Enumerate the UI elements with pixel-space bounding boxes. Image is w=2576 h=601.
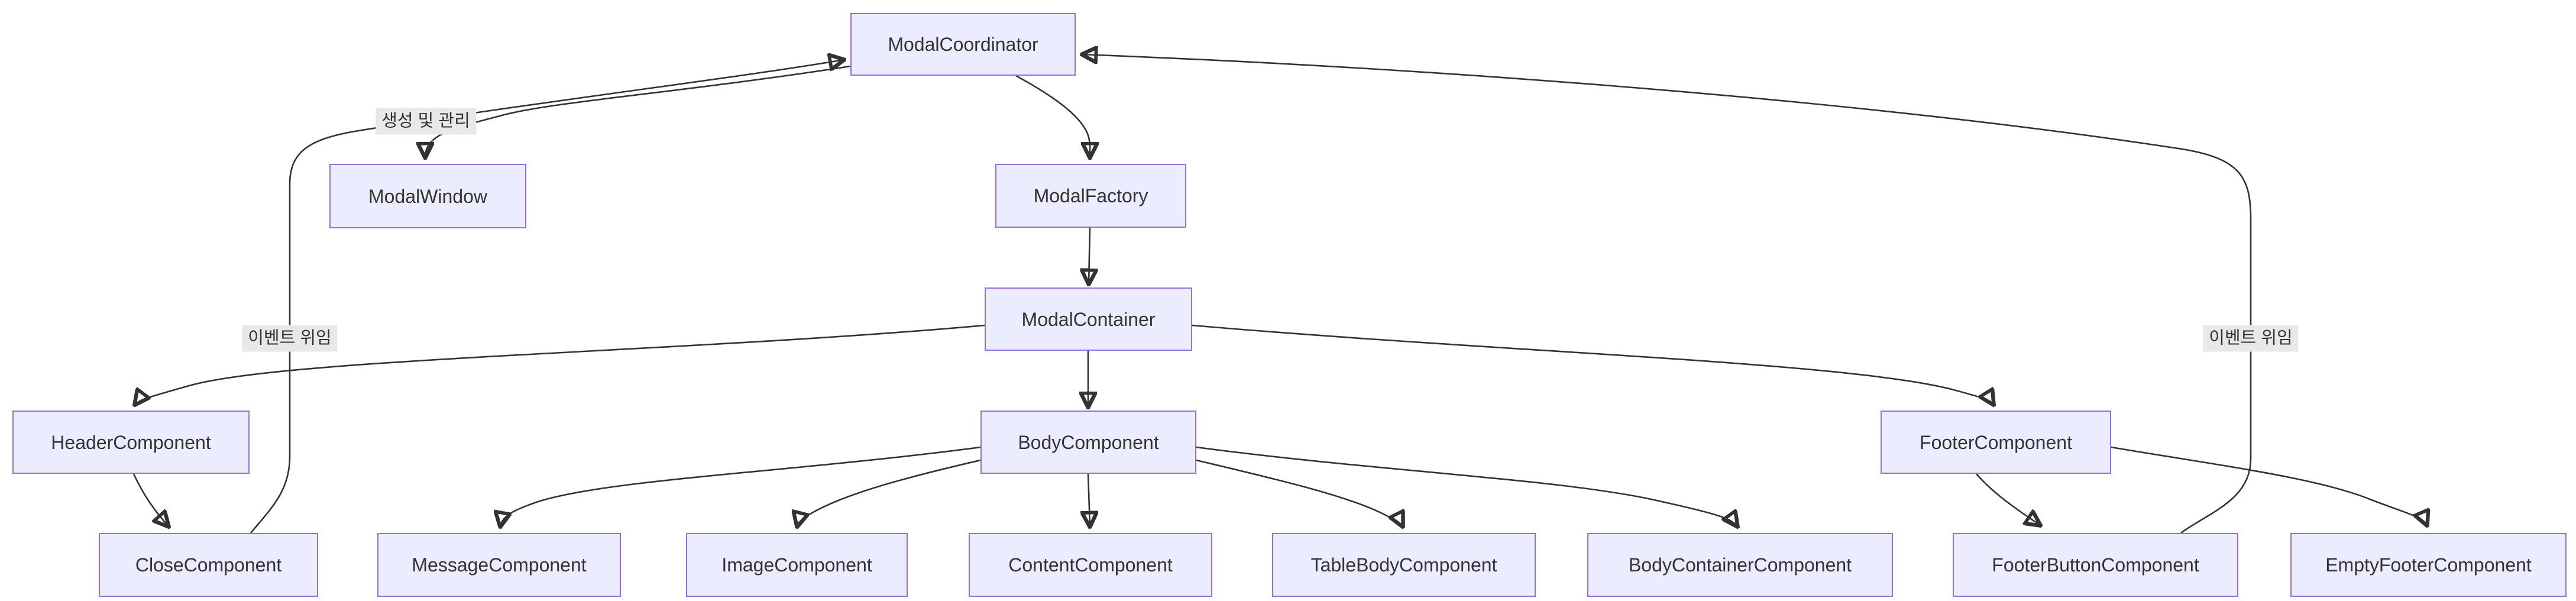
node-label: FooterComponent <box>1920 431 2072 453</box>
node-image-component: ImageComponent <box>686 533 908 597</box>
node-label: ModalWindow <box>368 185 487 207</box>
edge-footer-emptyfooter <box>2111 446 2427 525</box>
node-modal-window: ModalWindow <box>329 164 526 228</box>
node-label: FooterButtonComponent <box>1992 554 2199 576</box>
node-close-component: CloseComponent <box>99 533 318 597</box>
node-label: CloseComponent <box>135 554 282 576</box>
node-table-body-component: TableBodyComponent <box>1272 533 1536 597</box>
node-modal-container: ModalContainer <box>985 287 1192 351</box>
node-label: ContentComponent <box>1008 554 1173 576</box>
node-label: MessageComponent <box>412 554 587 576</box>
node-label: ModalContainer <box>1021 308 1156 330</box>
edge-body-image <box>797 459 981 526</box>
edge-label-event-delegation-right: 이벤트 위임 <box>2203 325 2299 352</box>
node-message-component: MessageComponent <box>377 533 621 597</box>
edge-label-text: 이벤트 위임 <box>248 328 332 348</box>
edge-footerbutton-coordinator <box>1082 54 2252 534</box>
edge-factory-container <box>1089 227 1090 284</box>
node-footer-component: FooterComponent <box>1881 411 2111 474</box>
edge-body-message <box>500 446 981 526</box>
node-label: ModalCoordinator <box>888 34 1038 55</box>
node-empty-footer-component: EmptyFooterComponent <box>2290 533 2567 597</box>
node-label: BodyComponent <box>1018 431 1159 453</box>
node-label: EmptyFooterComponent <box>2325 554 2532 576</box>
edge-label-create-and-manage: 생성 및 관리 <box>376 108 476 135</box>
node-body-container-component: BodyContainerComponent <box>1587 533 1893 597</box>
edge-container-header <box>135 324 985 405</box>
edge-coordinator-window <box>425 65 851 157</box>
node-modal-factory: ModalFactory <box>995 164 1186 228</box>
node-label: ImageComponent <box>721 554 872 576</box>
edge-header-close <box>132 473 169 526</box>
node-header-component: HeaderComponent <box>12 411 250 474</box>
edge-footer-footerbutton <box>1976 473 2040 525</box>
node-label: BodyContainerComponent <box>1628 554 1852 576</box>
edge-body-tablebody <box>1196 459 1403 526</box>
node-label: TableBodyComponent <box>1310 554 1497 576</box>
node-modal-coordinator: ModalCoordinator <box>850 13 1076 76</box>
edge-body-content <box>1088 473 1090 526</box>
node-body-component: BodyComponent <box>980 411 1196 474</box>
edge-container-footer <box>1192 324 1994 405</box>
node-label: HeaderComponent <box>51 431 211 453</box>
node-content-component: ContentComponent <box>969 533 1212 597</box>
edge-close-coordinator <box>250 60 844 534</box>
node-footer-button-component: FooterButtonComponent <box>1953 533 2238 597</box>
edge-coordinator-factory <box>1015 75 1090 157</box>
node-label: ModalFactory <box>1033 185 1148 206</box>
edge-body-bodycontainer <box>1196 446 1737 526</box>
edge-label-text: 이벤트 위임 <box>2209 328 2293 348</box>
edge-label-text: 생성 및 관리 <box>381 111 470 131</box>
edge-label-event-delegation-left: 이벤트 위임 <box>242 325 338 352</box>
